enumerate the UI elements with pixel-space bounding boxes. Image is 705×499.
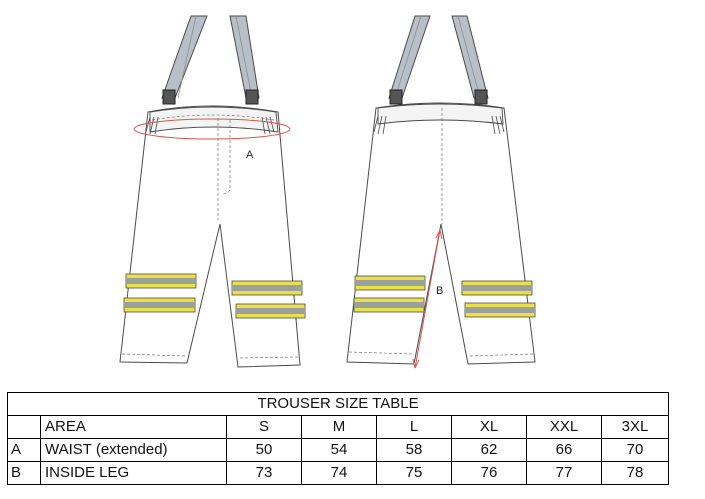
front-trouser-body xyxy=(119,105,301,368)
back-view-trousers: B xyxy=(346,15,536,369)
header-size-xxl: XXL xyxy=(526,415,602,439)
row-code: A xyxy=(7,438,41,462)
back-marker-b: B xyxy=(436,285,443,297)
header-size-m: M xyxy=(301,415,377,439)
inside-leg-measure-line xyxy=(414,229,441,369)
row-value: 70 xyxy=(600,438,670,462)
header-size-l: L xyxy=(376,415,452,439)
row-value: 73 xyxy=(226,461,302,485)
back-right-reflective-bands xyxy=(461,280,536,318)
row-value: 78 xyxy=(600,461,670,485)
row-value: 74 xyxy=(301,461,377,485)
front-marker-a: A xyxy=(246,149,254,161)
waist-measure-line xyxy=(133,118,291,140)
table-title-row: TROUSER SIZE TABLE xyxy=(6,392,670,416)
row-value: 75 xyxy=(376,461,452,485)
row-area: WAIST (extended) xyxy=(40,438,227,462)
trousers-illustration: A B xyxy=(119,15,536,369)
row-code: B xyxy=(7,461,41,485)
header-code-cell xyxy=(7,415,41,439)
row-value: 62 xyxy=(451,438,527,462)
row-value: 76 xyxy=(451,461,527,485)
header-area: AREA xyxy=(40,415,227,439)
table-header-row: AREA S M L XL XXL 3XL xyxy=(7,415,670,439)
header-size-3xl: 3XL xyxy=(600,415,670,439)
row-area: INSIDE LEG xyxy=(40,461,227,485)
trouser-size-table: TROUSER SIZE TABLE AREA S M L XL XXL 3XL… xyxy=(6,392,670,485)
row-value: 50 xyxy=(226,438,302,462)
row-value: 77 xyxy=(526,461,602,485)
header-size-xl: XL xyxy=(451,415,527,439)
table-row: A WAIST (extended) 50 54 58 62 66 70 xyxy=(7,438,670,462)
table-title: TROUSER SIZE TABLE xyxy=(6,392,670,416)
front-suspenders xyxy=(161,15,260,105)
front-left-reflective-bands xyxy=(123,273,197,313)
row-value: 58 xyxy=(376,438,452,462)
table-row: B INSIDE LEG 73 74 75 76 77 78 xyxy=(7,461,670,485)
back-left-reflective-bands xyxy=(353,275,426,313)
row-value: 66 xyxy=(526,438,602,462)
row-value: 54 xyxy=(301,438,377,462)
header-size-s: S xyxy=(226,415,302,439)
front-right-reflective-bands xyxy=(231,280,306,319)
back-suspenders xyxy=(388,15,489,105)
front-view-trousers: A xyxy=(119,15,306,368)
